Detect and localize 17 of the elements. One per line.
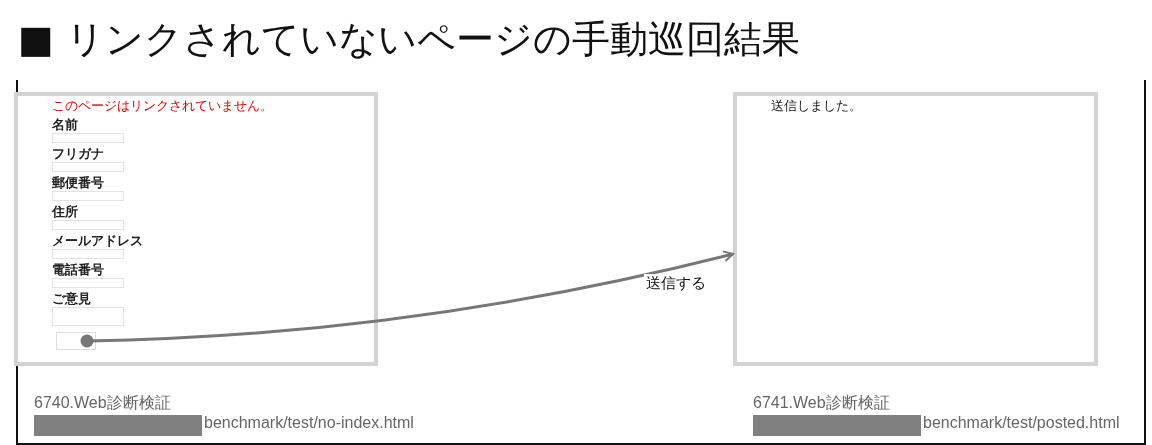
- url-text: benchmark/test/posted.html: [923, 414, 1120, 432]
- field-label: 名前: [52, 117, 78, 132]
- message-text: 送信しました。: [771, 98, 862, 113]
- title: ■ リンクされていないページの手動巡回結果: [18, 16, 800, 63]
- field-label: ご意見: [52, 291, 91, 306]
- field-label: 住所: [52, 204, 78, 219]
- form-screenshot: [14, 92, 378, 366]
- arrow: [80, 250, 734, 348]
- field-label: 電話番号: [52, 262, 104, 277]
- url-text: benchmark/test/no-index.html: [204, 414, 414, 432]
- field-label: メールアドレス: [52, 233, 143, 248]
- caption: 6741.Web診断検証: [753, 393, 890, 413]
- caption: 6740.Web診断検証: [34, 393, 171, 413]
- notice-text: このページはリンクされていません。: [52, 98, 273, 113]
- field-label: フリガナ: [52, 146, 104, 161]
- result-screenshot: [733, 92, 1098, 366]
- field-label: 郵便番号: [52, 175, 104, 190]
